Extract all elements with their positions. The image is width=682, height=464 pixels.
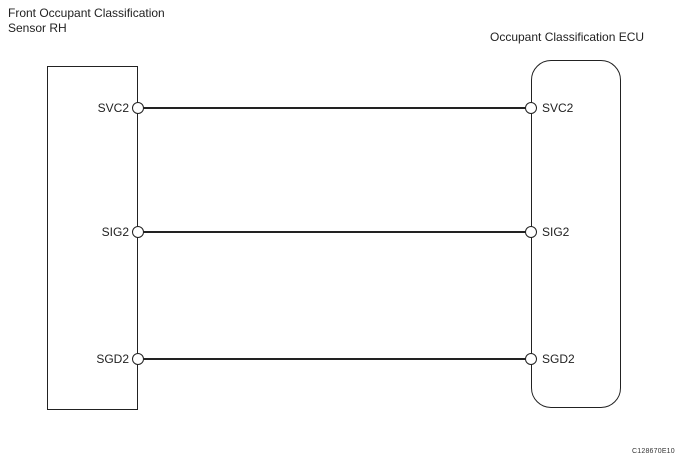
figure-code: C128670E10 <box>632 448 675 455</box>
pin-label-right-sig2: SIG2 <box>542 225 570 239</box>
wire-sig2 <box>138 231 531 233</box>
pin-label-right-sgd2: SGD2 <box>542 352 575 366</box>
wire-sgd2 <box>138 358 531 360</box>
pin-terminal-right-svc2 <box>524 101 537 114</box>
sensor-box <box>47 66 138 410</box>
pin-terminal-right-sig2 <box>524 225 537 238</box>
wire-svc2 <box>138 107 531 109</box>
right-component-title: Occupant Classification ECU <box>490 30 645 44</box>
left-component-title-line2: Sensor RH <box>8 21 67 35</box>
pin-terminal-right-sgd2 <box>524 352 537 365</box>
left-component-title: Front Occupant Classification Sensor RH <box>8 6 165 36</box>
pin-terminal-left-svc2 <box>131 101 144 114</box>
pin-label-left-sgd2: SGD2 <box>96 352 129 366</box>
pin-terminal-left-sgd2 <box>131 352 144 365</box>
pin-label-right-svc2: SVC2 <box>542 101 574 115</box>
pin-label-left-sig2: SIG2 <box>101 225 129 239</box>
pin-terminal-left-sig2 <box>131 225 144 238</box>
left-component-title-line1: Front Occupant Classification <box>8 6 165 20</box>
pin-label-left-svc2: SVC2 <box>97 101 129 115</box>
ecu-box <box>531 60 621 408</box>
